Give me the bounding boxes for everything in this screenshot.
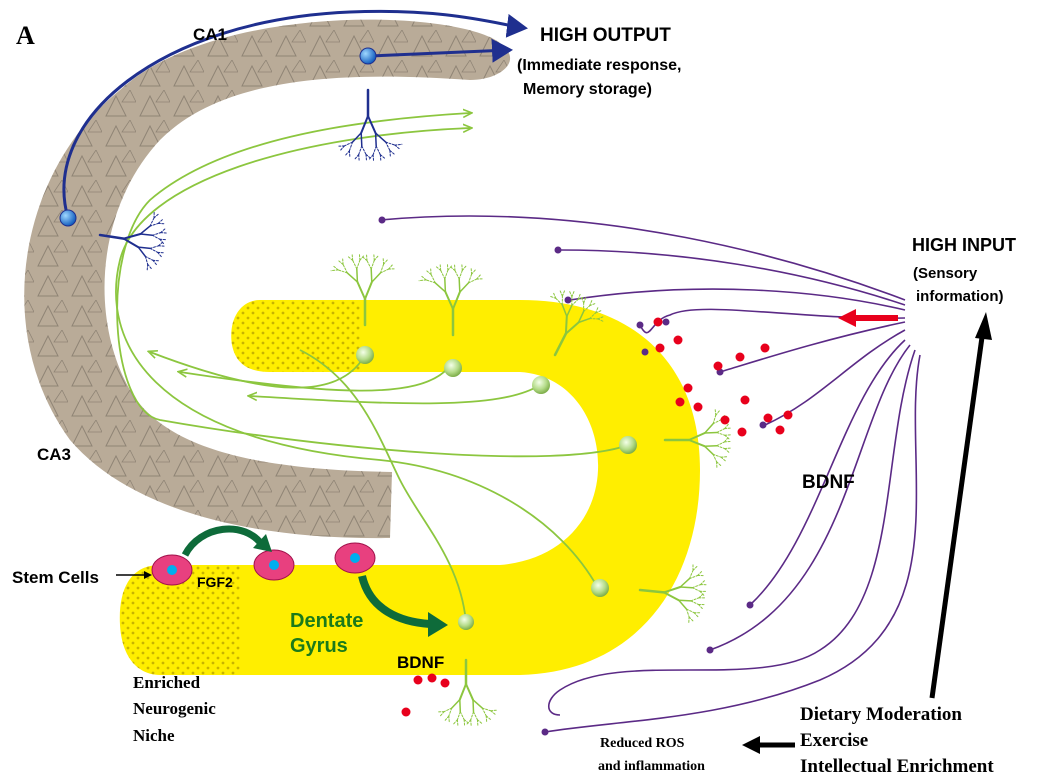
- ca-neurons: [59, 47, 377, 227]
- niche-line2: Neurogenic: [133, 699, 216, 718]
- mossy-fiber-4: [116, 113, 629, 458]
- afferent-7: [749, 339, 906, 606]
- niche-dots-lower: [119, 565, 240, 675]
- ca1-dendrites: [337, 88, 403, 162]
- afferent-4: [639, 308, 906, 334]
- afferent-fibers: [379, 215, 921, 733]
- stem-cells-pointer-head: [144, 571, 152, 579]
- pyramidal-cell-pattern: [24, 19, 511, 539]
- mossy-fiber-3: [250, 384, 541, 405]
- fgf2-label: FGF2: [197, 574, 233, 590]
- granule-4-dendrites: [663, 408, 732, 469]
- ca3-axon: [62, 9, 528, 219]
- granule-3-dendrites: [549, 289, 604, 357]
- bdnf-right-label: BDNF: [802, 472, 855, 493]
- mossy-fibers: [115, 113, 629, 623]
- outcome-line2: and inflammation: [598, 759, 705, 774]
- panel-label: A: [16, 21, 35, 50]
- migration-arrow: [358, 574, 431, 628]
- intervention-2: Exercise: [800, 730, 868, 751]
- granule-cell-1: [356, 346, 374, 364]
- granule-5-dendrites: [638, 563, 708, 624]
- ca1-axon: [369, 38, 513, 63]
- stem-cell-1-nucleus: [167, 565, 177, 575]
- niche-line1: Enriched: [133, 673, 201, 692]
- bdnf-dots: [401, 317, 793, 717]
- granule-cell-3: [532, 376, 550, 394]
- enrichment-to-input-arrow: [929, 329, 986, 699]
- granule-cell-2: [444, 359, 462, 377]
- stem-cell-3-nucleus: [350, 553, 360, 563]
- stem-cells: [151, 542, 376, 586]
- input-title: HIGH INPUT: [912, 235, 1016, 255]
- dentate-label-line1: Dentate: [290, 610, 363, 632]
- dentate-label-line2: Gyrus: [290, 635, 348, 657]
- ca3-neuron: [59, 209, 77, 227]
- afferent-5: [719, 321, 906, 373]
- input-red-arrow: [838, 309, 898, 327]
- proliferation-arrow: [181, 525, 265, 557]
- dentate-gyrus: [119, 300, 700, 675]
- ca-axons: [62, 9, 528, 219]
- granule-1-dendrites: [330, 253, 396, 327]
- outcome-line1: Reduced ROS: [600, 736, 685, 751]
- mossy-fiber-5: [115, 128, 599, 589]
- stem-cell-arrows: [181, 525, 448, 637]
- stem-cell-2-nucleus: [269, 560, 279, 570]
- dendritic-trees: [98, 88, 732, 727]
- to-ros-arrowhead: [742, 736, 760, 754]
- granule-cell-4: [619, 436, 637, 454]
- afferent-1: [379, 215, 906, 301]
- enrichment-arrowhead: [975, 312, 992, 340]
- migration-arrowhead: [428, 612, 448, 637]
- afferent-6: [764, 329, 906, 426]
- ca1-label: CA1: [193, 25, 227, 44]
- intervention-3: Intellectual Enrichment: [800, 756, 994, 777]
- bdnf-bottom-label: BDNF: [397, 653, 444, 672]
- granule-6-dendrites: [437, 658, 498, 727]
- output-line1: (Immediate response,: [517, 57, 682, 74]
- black-arrows: [116, 312, 992, 754]
- afferent-9: [547, 349, 916, 716]
- input-line2: information): [916, 288, 1004, 305]
- dentate-shape: [119, 300, 700, 675]
- afferent-3: [569, 288, 906, 311]
- granule-cell-6: [458, 614, 474, 630]
- mossy-fiber-1: [150, 352, 366, 389]
- output-line2: Memory storage): [523, 81, 652, 98]
- granule-cells: [356, 346, 637, 630]
- ca3-dendrites: [98, 211, 168, 271]
- afferent-terminals: [378, 216, 767, 736]
- mossy-fiber-2: [180, 367, 449, 392]
- afferent-2: [559, 249, 906, 306]
- granule-2-dendrites: [418, 263, 484, 337]
- stem-cells-label: Stem Cells: [12, 568, 99, 587]
- mossy-fiber-6: [299, 349, 467, 623]
- ca1-neuron: [359, 47, 377, 65]
- granule-cell-5: [591, 579, 609, 597]
- intervention-1: Dietary Moderation: [800, 704, 962, 725]
- niche-dots-upper: [231, 300, 360, 372]
- afferent-10: [544, 354, 921, 733]
- proliferation-arrowhead: [253, 534, 272, 552]
- niche-line3: Niche: [133, 726, 175, 745]
- cornu-ammonis-band: [24, 19, 511, 539]
- ca3-label: CA3: [37, 445, 71, 464]
- input-line1: (Sensory: [913, 265, 978, 282]
- output-title: HIGH OUTPUT: [540, 25, 671, 46]
- afferent-8: [709, 344, 911, 651]
